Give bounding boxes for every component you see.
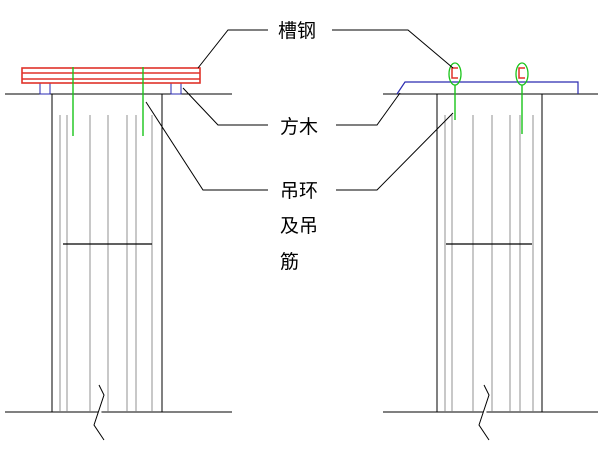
left-break-symbol [93, 384, 105, 441]
right-pile [383, 93, 598, 413]
leader-lines [145, 29, 454, 191]
left-pile [5, 93, 232, 413]
left-square-timber-1 [39, 82, 51, 95]
right-plate [396, 81, 579, 95]
channel-steel-label: 槽钢 [278, 20, 316, 42]
left-square-timber-2 [170, 82, 182, 95]
left-lifting-ring [72, 67, 144, 136]
left-rebar-lines [59, 115, 153, 412]
square-timber-label: 方木 [280, 116, 318, 138]
lifting-ring-label-line3: 筋 [280, 251, 299, 273]
lifting-ring-label-line1: 吊环 [280, 180, 318, 202]
right-break-symbol [478, 384, 490, 441]
right-rebar-lines [444, 115, 534, 412]
left-channel-steel [21, 67, 201, 84]
right-lifting-ring [448, 62, 529, 134]
lifting-ring-label-line2: 及吊 [280, 215, 318, 237]
